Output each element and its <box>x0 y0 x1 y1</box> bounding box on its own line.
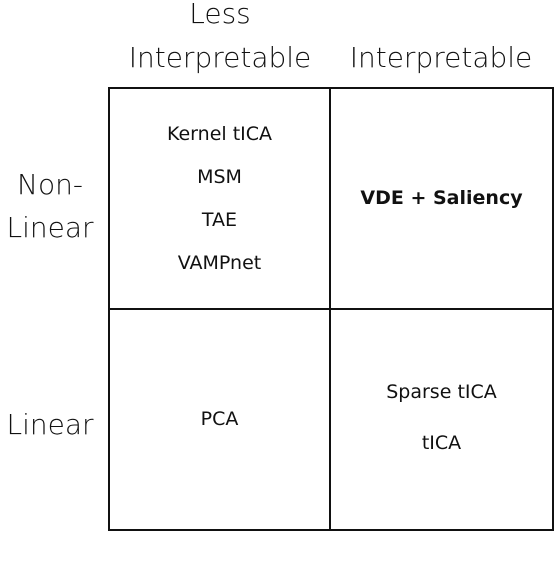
cell-nonlinear-interpretable: VDE + Saliency <box>329 87 554 310</box>
method-vde-saliency: VDE + Saliency <box>360 187 523 209</box>
column-header-interpretable: Interpretable <box>330 36 552 80</box>
method-kernel-tica: Kernel tICA <box>166 122 273 145</box>
column-header-less-interpretable: Less Interpretable <box>110 0 330 80</box>
method-tae: TAE <box>201 208 238 231</box>
row-header-non-linear-line-1: Non- <box>17 168 83 201</box>
method-vampnet: VAMPnet <box>177 251 262 274</box>
column-header-less-line-1: Less <box>189 0 251 30</box>
cell-linear-interpretable: Sparse tICA tICA <box>329 308 554 531</box>
row-header-linear-label: Linear <box>6 408 94 441</box>
method-sparse-tica: Sparse tICA <box>386 380 497 403</box>
cell-linear-less-interpretable: PCA <box>108 308 331 531</box>
column-header-less-line-2: Interpretable <box>128 41 312 74</box>
method-pca: PCA <box>200 408 239 430</box>
cell-nonlinear-less-interpretable: Kernel tICA MSM TAE VAMPnet <box>108 87 331 310</box>
method-msm: MSM <box>197 165 242 188</box>
method-tica: tICA <box>421 431 462 454</box>
row-header-linear: Linear <box>0 403 100 446</box>
row-header-non-linear-line-2: Linear <box>6 211 94 244</box>
column-header-interpretable-label: Interpretable <box>349 41 533 74</box>
row-header-non-linear: Non- Linear <box>0 163 100 249</box>
quadrant-grid: Kernel tICA MSM TAE VAMPnet VDE + Salien… <box>108 87 554 531</box>
